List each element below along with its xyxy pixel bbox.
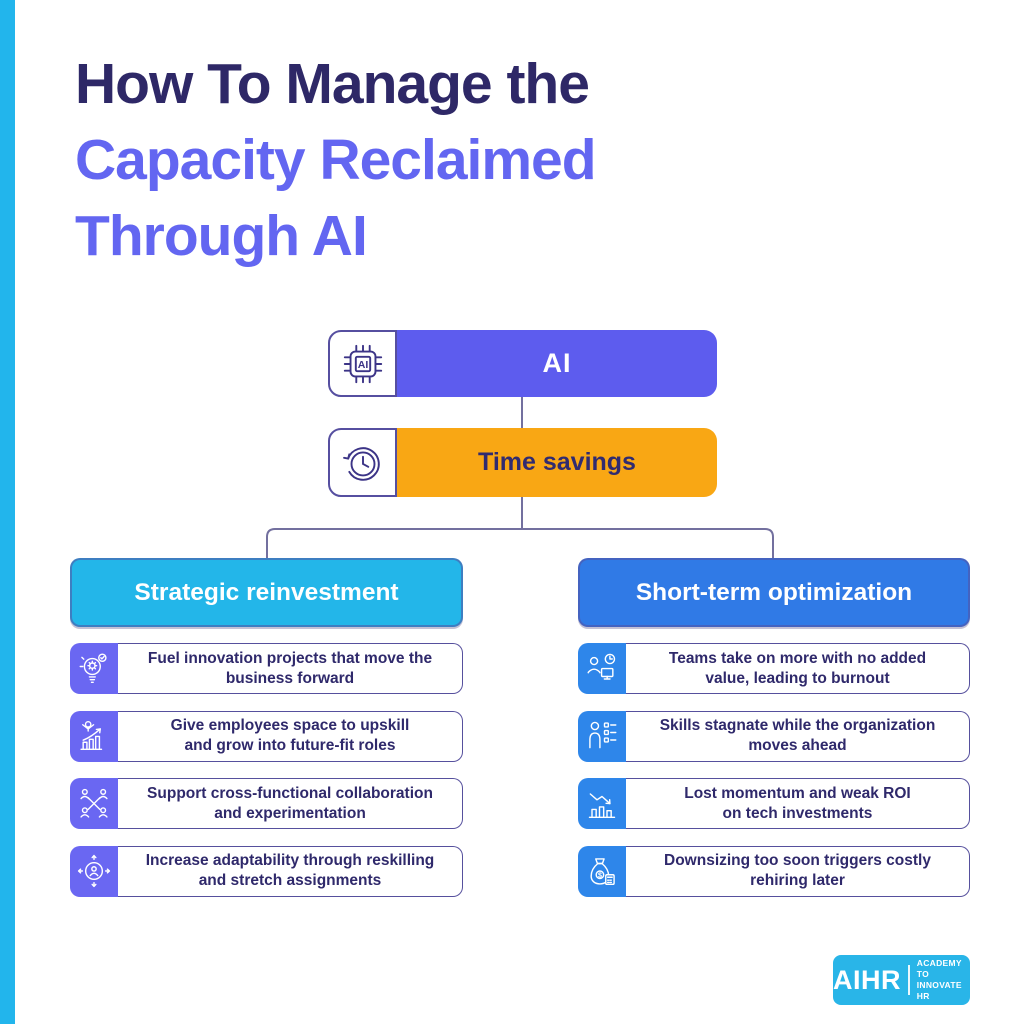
left-accent-bar	[0, 0, 15, 1024]
list-item-body: Teams take on more with no added value, …	[626, 643, 970, 694]
flow-node-ai: AI AI	[328, 330, 717, 397]
adaptability-cycle-icon	[70, 845, 118, 897]
svg-text:$: $	[598, 871, 602, 879]
aihr-logo: AIHR ACADEMY TO INNOVATE HR	[833, 955, 970, 1005]
branch-header-strategic-reinvestment: Strategic reinvestment	[70, 558, 463, 627]
page-title-line3: Through AI	[75, 204, 368, 268]
list-item: Fuel innovation projects that move the b…	[70, 643, 463, 694]
aihr-logo-divider	[908, 965, 910, 995]
aihr-logo-brand: AIHR	[833, 964, 901, 995]
list-item-text: Downsizing too soon triggers costly rehi…	[664, 852, 931, 889]
column-strategic-reinvestment: Fuel innovation projects that move the b…	[70, 643, 463, 897]
list-item: Skills stagnate while the organization m…	[578, 710, 970, 762]
svg-text:AI: AI	[357, 359, 368, 371]
branch-header-label: Short-term optimization	[635, 578, 913, 606]
list-item-text: Give employees space to upskill and grow…	[170, 717, 410, 754]
list-item: $ Downsizing too soon triggers costly re…	[578, 845, 970, 897]
list-item-text: Lost momentum and weak ROI on tech inves…	[684, 784, 911, 822]
flow-node-time-savings: Time savings	[328, 428, 717, 497]
list-item: Teams take on more with no added value, …	[578, 643, 970, 694]
list-item-text: Fuel innovation projects that move the b…	[147, 649, 433, 687]
list-item-body: Give employees space to upskill and grow…	[118, 710, 463, 762]
collaboration-network-icon	[70, 778, 118, 829]
page-title-line2: Capacity Reclaimed	[75, 128, 597, 192]
list-item: Increase adaptability through reskilling…	[70, 845, 463, 897]
clock-history-icon	[328, 428, 397, 497]
list-item-body: Skills stagnate while the organization m…	[626, 710, 970, 762]
list-item-text: Increase adaptability through reskilling…	[145, 852, 435, 889]
list-item-body: Support cross-functional collaboration a…	[118, 778, 463, 829]
list-item: Support cross-functional collaboration a…	[70, 778, 463, 829]
cost-moneybag-icon: $	[578, 845, 626, 897]
flow-node-time-savings-label: Time savings	[397, 428, 717, 497]
branch-header-label: Strategic reinvestment	[134, 578, 399, 606]
flow-node-ai-label: AI	[397, 330, 717, 397]
list-item-text: Support cross-functional collaboration a…	[147, 784, 433, 822]
ai-chip-icon: AI	[328, 330, 397, 397]
list-item-body: Fuel innovation projects that move the b…	[118, 643, 463, 694]
page-title: How To Manage the Capacity Reclaimed Thr…	[75, 46, 597, 274]
list-item-body: Lost momentum and weak ROI on tech inves…	[626, 778, 970, 829]
column-short-term-optimization: Teams take on more with no added value, …	[578, 643, 970, 897]
aihr-logo-tagline: ACADEMY TO INNOVATE HR	[916, 957, 962, 1002]
declining-chart-icon	[578, 778, 626, 829]
list-item-text: Skills stagnate while the organization m…	[659, 717, 936, 754]
list-item-body: Downsizing too soon triggers costly rehi…	[626, 845, 970, 897]
list-item: Lost momentum and weak ROI on tech inves…	[578, 778, 970, 829]
branch-header-short-term-optimization: Short-term optimization	[578, 558, 970, 627]
list-item-body: Increase adaptability through reskilling…	[118, 845, 463, 897]
list-item: Give employees space to upskill and grow…	[70, 710, 463, 762]
innovation-bulb-icon	[70, 643, 118, 694]
workload-burnout-icon	[578, 643, 626, 694]
page-title-line1: How To Manage the	[75, 52, 590, 116]
list-item-text: Teams take on more with no added value, …	[668, 649, 927, 687]
skills-checklist-icon	[578, 710, 626, 762]
upskill-growth-icon	[70, 710, 118, 762]
